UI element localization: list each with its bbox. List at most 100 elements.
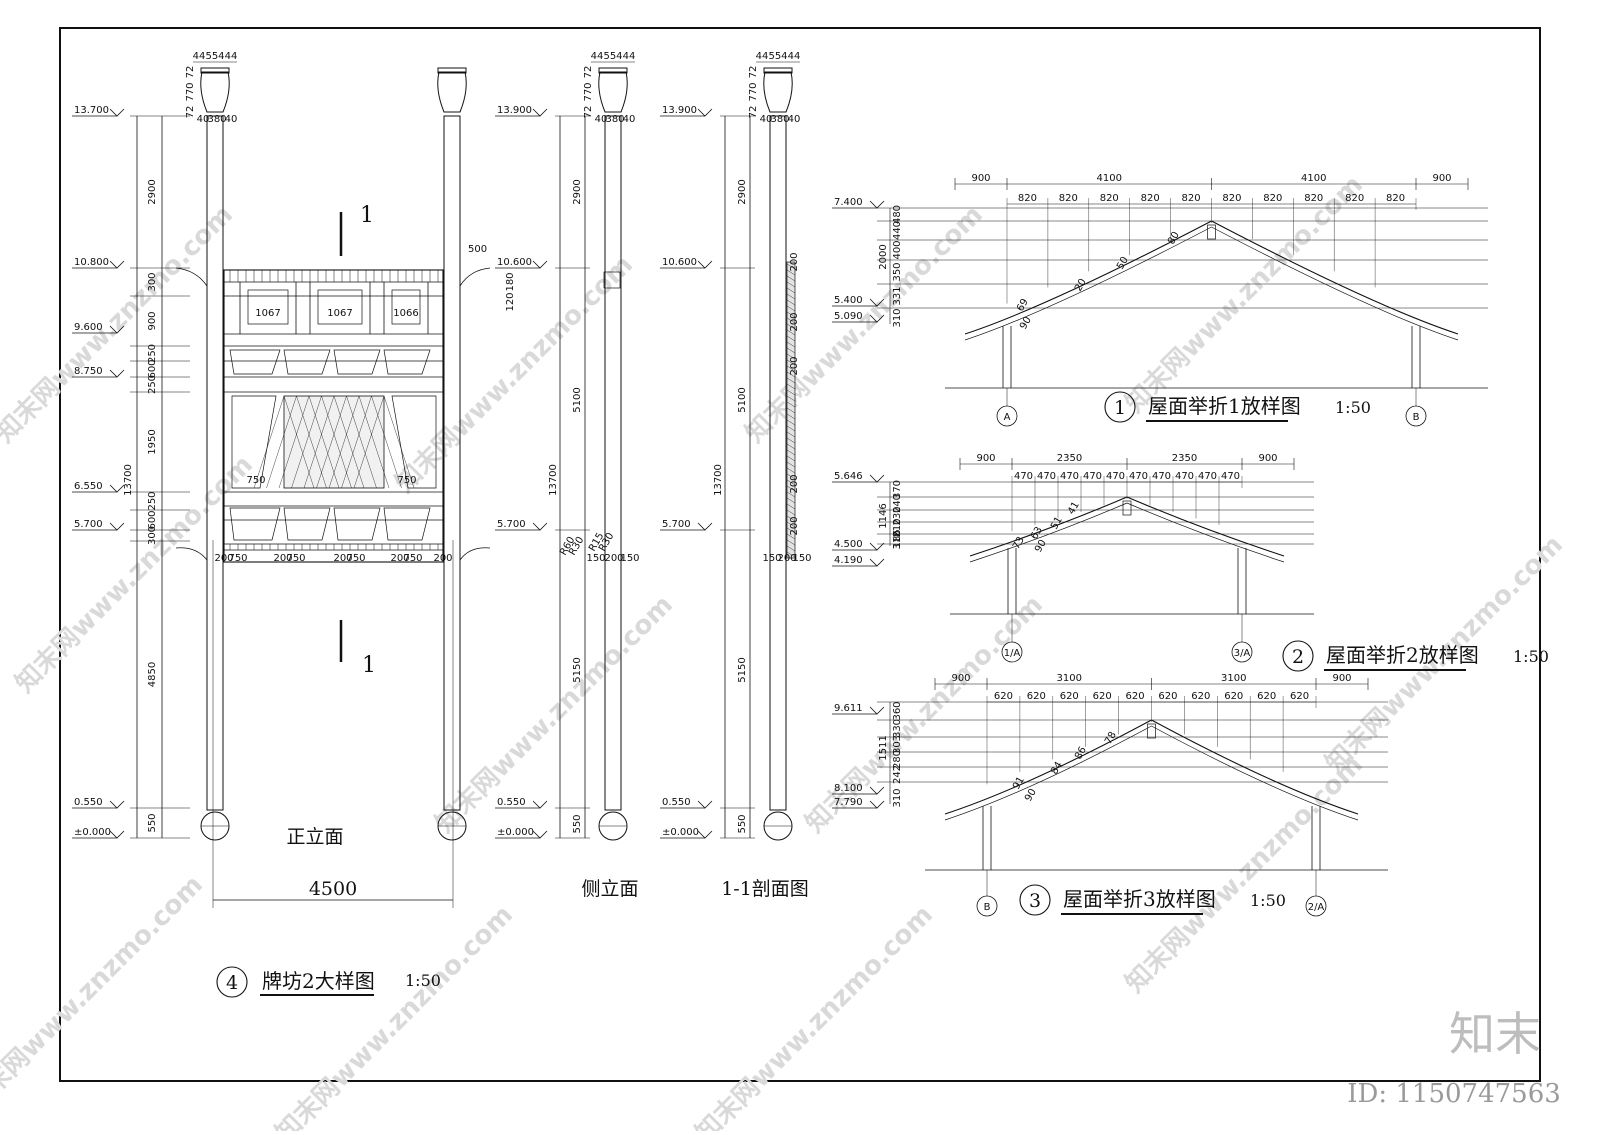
section-hatch <box>786 425 796 432</box>
frieze-width: 1067 <box>255 308 280 319</box>
roof-bay-dimension: 820 <box>1345 193 1364 204</box>
cap-dimension: 554 <box>205 51 224 62</box>
axis-bubble <box>1405 405 1427 427</box>
front-level-value: 13.700 <box>74 105 109 116</box>
column-shaft <box>206 115 224 811</box>
roof-step-dimension: 240 <box>892 494 903 513</box>
roof-rise-dimension: 1511 <box>878 735 889 760</box>
axis-label: 2/A <box>1308 902 1325 913</box>
roof-level-value: 5.400 <box>834 295 863 306</box>
roof-step-dimension: 400 <box>892 240 903 259</box>
roof-step-dimension: 440 <box>892 221 903 240</box>
brace-panel <box>383 349 431 375</box>
roof-bay-dimension: 620 <box>994 691 1013 702</box>
roof-step-dimension: 210 <box>892 518 903 537</box>
level-arrow <box>869 706 885 715</box>
cap-dimension: 44 <box>225 51 238 62</box>
section-hatch <box>786 539 796 546</box>
roof-section-scale: 1:50 <box>1513 647 1549 666</box>
front-vertical-dimension: 250 <box>147 375 158 394</box>
section-hatch <box>786 449 796 456</box>
roof-level-value: 4.500 <box>834 539 863 550</box>
level-arrow <box>109 108 125 117</box>
section-mark: 1 <box>360 203 374 228</box>
level-arrow <box>109 800 125 809</box>
bottom-dimension: 200 <box>390 553 409 564</box>
roof-slope-label: 84 <box>1049 760 1065 777</box>
roof-underside-left <box>969 502 1128 563</box>
roof-rise-dimension: 2000 <box>878 244 889 269</box>
section-dimension: 200 <box>789 252 800 271</box>
post-dimension: 380 <box>207 114 226 125</box>
front-vertical-dimension: 300 <box>147 526 158 545</box>
ridge-post <box>1122 500 1132 516</box>
axis-label: B <box>984 902 991 913</box>
front-level-value: ±0.000 <box>74 827 111 838</box>
roof-bay-dimension: 620 <box>1027 691 1046 702</box>
cap-height-dimension: 72 <box>185 66 196 79</box>
post-dimension: 40 <box>623 114 636 125</box>
section-total-height: 13700 <box>713 464 724 496</box>
section-hatch <box>786 359 796 366</box>
section-hatch <box>786 395 796 402</box>
roof-bay-dimension: 820 <box>1100 193 1119 204</box>
section-level-value: 0.550 <box>662 797 691 808</box>
section-hatch <box>786 473 796 480</box>
roof-bay-dimension: 470 <box>1014 471 1033 482</box>
brace-panel <box>283 507 331 541</box>
roof-bay-dimension: 620 <box>1191 691 1210 702</box>
side-level-value: 5.700 <box>497 519 526 530</box>
level-arrow <box>109 522 125 531</box>
archway-elevation-drawing: 13.70010.8009.6008.7506.5505.7000.550±0.… <box>72 51 812 998</box>
level-arrow <box>697 522 713 531</box>
watermark-text: 知末网www.znzmo.com <box>270 900 519 1131</box>
section-hatch <box>786 293 796 300</box>
lattice-line <box>358 395 390 489</box>
cap-plate <box>763 67 793 74</box>
section-hatch <box>786 317 796 324</box>
section-dimension: 150 <box>762 553 781 564</box>
front-vertical-dimension: 550 <box>147 813 158 832</box>
section-dimension: 150 <box>792 553 811 564</box>
section-mark: 1 <box>362 653 376 678</box>
lattice-line <box>333 395 365 489</box>
section-level-value: ±0.000 <box>662 827 699 838</box>
post-dimension: 380 <box>605 114 624 125</box>
column-cap <box>200 71 230 113</box>
roof-rise-dimension: 1146 <box>878 503 889 528</box>
roof-section-title: 屋面举折1放样图 <box>1148 394 1301 418</box>
roof-bay-dimension: 820 <box>1304 193 1323 204</box>
roof-step-dimension: 331 <box>892 286 903 305</box>
roof-level-value: 7.400 <box>834 197 863 208</box>
axis-label: A <box>1004 412 1011 423</box>
post-dimension: 380 <box>770 114 789 125</box>
roof-slope-label: 20 <box>1073 277 1089 294</box>
bottom-dimension: 200 <box>214 553 233 564</box>
level-arrow <box>532 108 548 117</box>
ridge-post <box>1207 224 1216 240</box>
title-number: 3 <box>1029 890 1041 912</box>
section-hatch <box>786 407 796 414</box>
roof-slope-label: 41 <box>1066 500 1082 517</box>
level-arrow <box>532 260 548 269</box>
roof-step-dimension: 310 <box>892 788 903 807</box>
frieze-panel <box>247 289 289 325</box>
section-hatch <box>786 437 796 444</box>
roof-underside-right <box>1151 725 1359 821</box>
ridge-post <box>1147 723 1156 739</box>
section-dimension: 200 <box>789 312 800 331</box>
roof-level-value: 5.646 <box>834 471 863 482</box>
front-vertical-dimension: 900 <box>147 311 158 330</box>
front-level-value: 0.550 <box>74 797 103 808</box>
brace-panel <box>333 507 381 541</box>
side-dimension: 200 <box>604 553 623 564</box>
column-shaft <box>769 115 787 811</box>
level-arrow <box>109 325 125 334</box>
roof-top-dimension: 3100 <box>1057 673 1082 684</box>
roof-step-dimension: 370 <box>892 480 903 499</box>
roof-bay-dimension: 820 <box>1059 193 1078 204</box>
roof-bay-dimension: 620 <box>1093 691 1112 702</box>
side-total-height: 13700 <box>548 464 559 496</box>
